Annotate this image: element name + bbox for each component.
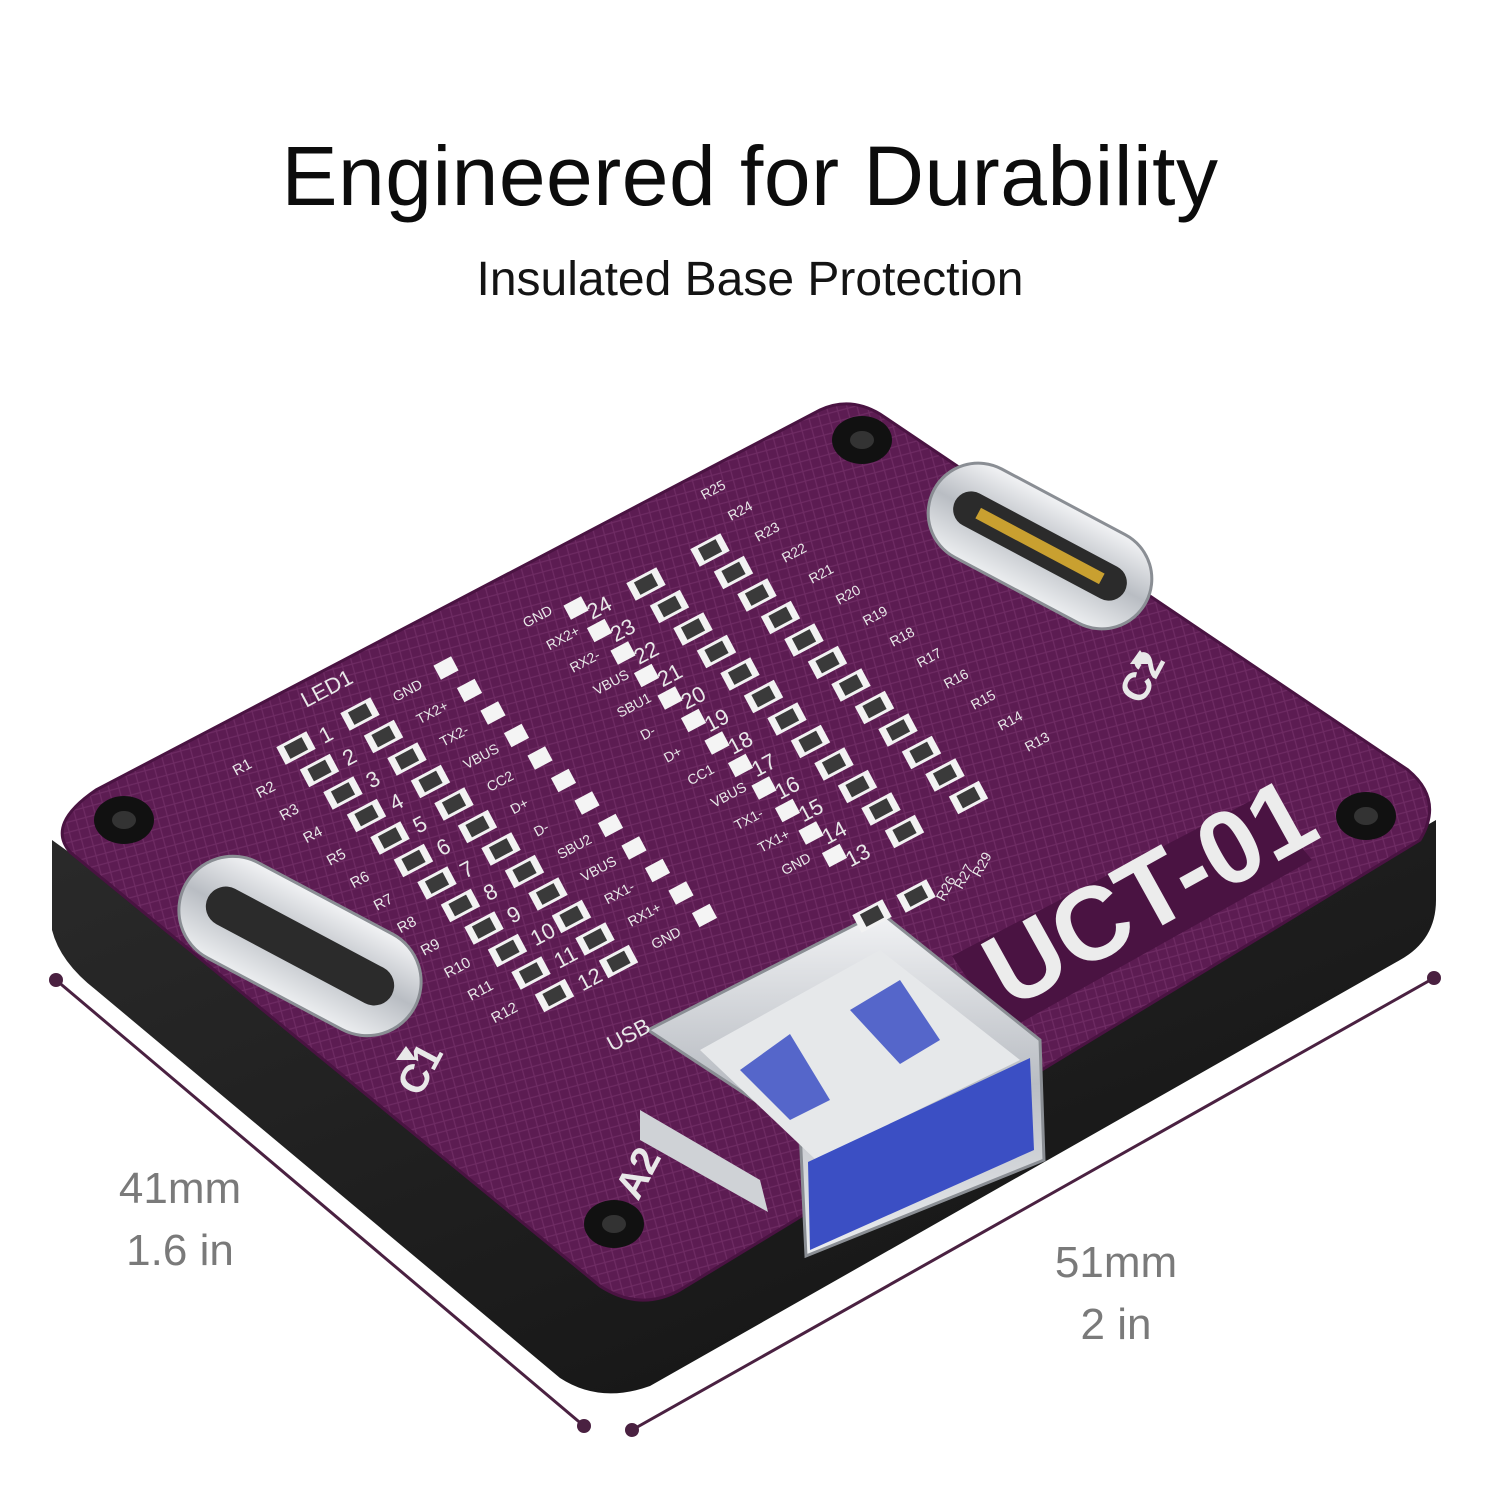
resistor (434, 787, 474, 821)
resistor (743, 679, 784, 714)
resistor (690, 533, 730, 567)
resistor (696, 634, 737, 669)
resistor (323, 776, 363, 810)
signal-pad (597, 813, 624, 838)
resistor (673, 612, 713, 646)
signal-pad (574, 791, 600, 815)
resistor (854, 690, 895, 725)
signal-pad (527, 746, 553, 770)
width-mm: 41mm (118, 1164, 242, 1213)
resistor (720, 657, 760, 691)
resistor (387, 742, 427, 776)
resistor (814, 747, 854, 781)
signal-pad (774, 798, 801, 823)
signal-pad (727, 753, 754, 778)
signal-pad (621, 836, 647, 860)
resistor (575, 922, 615, 956)
usb-c-port-c1 (177, 854, 423, 1038)
signal-label: D- (637, 722, 658, 743)
resistor (925, 758, 965, 792)
signal-pad (563, 596, 589, 620)
resistor (649, 589, 690, 624)
resistor (440, 888, 481, 923)
resistor (417, 866, 457, 900)
resistor (598, 944, 639, 979)
length-in: 2 in (1080, 1300, 1152, 1349)
signal-pad (503, 723, 530, 748)
resistor (551, 899, 592, 934)
dimension-length: 51mm 2 in (1016, 1232, 1216, 1356)
resistor (410, 764, 451, 799)
width-in: 1.6 in (126, 1226, 234, 1275)
signal-label: D- (531, 818, 552, 839)
dimension-width: 41mm 1.6 in (80, 1158, 280, 1282)
signal-pad (821, 843, 848, 868)
resistor (884, 814, 925, 849)
resistor (837, 769, 878, 804)
resistor (511, 956, 551, 990)
usb-c-port-c2 (926, 461, 1154, 631)
signal-pad (680, 708, 707, 733)
signal-pad (610, 641, 636, 665)
signal-pad (691, 903, 718, 928)
signal-pad (550, 768, 577, 793)
page-title: Engineered for Durability (281, 129, 1219, 223)
resistor (528, 877, 568, 911)
resistor (534, 978, 575, 1013)
page-subtitle: Insulated Base Protection (476, 253, 1024, 306)
signal-label: D+ (507, 794, 531, 817)
length-mm: 51mm (1054, 1238, 1178, 1287)
signal-pad (668, 881, 694, 905)
resistor (784, 623, 824, 657)
signal-pads: R11GNDR22TX2+R33TX2-R44VBUSR55CC2R66D+R7… (230, 476, 1052, 1027)
signal-pad (586, 618, 613, 643)
resistor (831, 668, 871, 702)
resistor (767, 702, 807, 736)
resistor (370, 821, 410, 855)
resistor (393, 843, 434, 878)
signal-pad (644, 858, 671, 883)
resistor (901, 735, 942, 770)
resistor (896, 879, 936, 913)
resistor (340, 697, 380, 731)
resistor (487, 933, 528, 968)
resistor (790, 724, 831, 759)
resistor (504, 854, 545, 889)
triangle-icon (1130, 650, 1150, 664)
resistor (626, 567, 666, 601)
signal-pad (704, 731, 730, 755)
resistor (878, 713, 918, 747)
resistor (457, 809, 498, 844)
resistor (276, 731, 316, 765)
dimension-lines (49, 971, 1441, 1437)
screw-icons (94, 416, 1396, 1248)
signal-pad (433, 656, 459, 680)
signal-pad (657, 686, 683, 710)
resistor (363, 719, 404, 754)
signal-pad (798, 821, 824, 845)
resistor (852, 899, 892, 933)
resistor (346, 798, 387, 833)
signal-pad (633, 663, 660, 688)
signal-label: D+ (661, 743, 685, 766)
resistor (948, 780, 989, 815)
resistor (299, 753, 340, 788)
signal-pad (480, 701, 506, 725)
resistor (481, 832, 521, 866)
resistor (807, 645, 848, 680)
resistor (713, 555, 754, 590)
signal-pad (456, 678, 483, 703)
resistor (861, 792, 901, 826)
triangle-icon (396, 1046, 416, 1060)
resistor (760, 600, 801, 635)
signal-pad (751, 776, 777, 800)
resistor (737, 578, 777, 612)
insulated-base (52, 820, 1436, 1394)
resistor (464, 911, 504, 945)
